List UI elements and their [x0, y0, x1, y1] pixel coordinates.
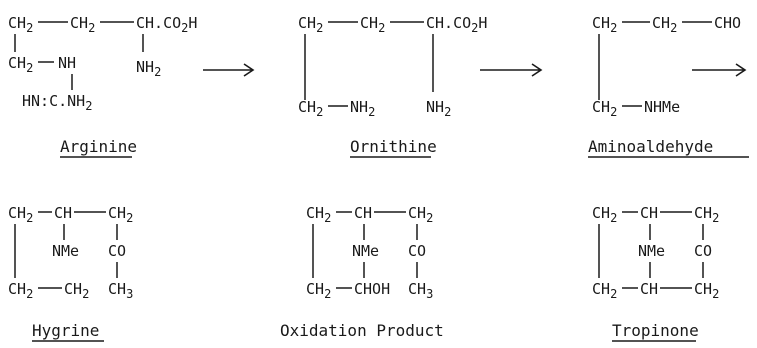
- ornithine-atom-n1: NH2: [350, 98, 375, 119]
- aminoaldehyde-atom-c2: CH2: [652, 14, 677, 35]
- hygrine-atom-c4: CH2: [8, 280, 33, 301]
- tropinone-atom-n: NMe: [638, 242, 665, 260]
- hygrine-atom-c6: CH3: [108, 280, 133, 301]
- tropinone-atom-c3: CH2: [694, 204, 719, 225]
- oxidation-atom-n: NMe: [352, 242, 379, 260]
- aminoaldehyde-atom-cho: CHO: [714, 14, 741, 32]
- arginine-structure: CH2 CH2 CH.CO2H CH2 NH NH2 HN:C.NH2 Argi…: [8, 14, 197, 158]
- tropinone-label: Tropinone: [612, 321, 699, 340]
- tropinone-atom-c6: CH2: [694, 280, 719, 301]
- arrow-ornithine-to-aminoaldehyde: [480, 63, 543, 77]
- ornithine-atom-c3: CH.CO2H: [426, 14, 487, 35]
- arrow-arginine-to-ornithine: [203, 63, 255, 77]
- oxidation-atom-c2: CH: [354, 204, 372, 222]
- aminoaldehyde-label: Aminoaldehyde: [588, 137, 713, 156]
- hygrine-atom-co: CO: [108, 242, 126, 260]
- ornithine-atom-n2: NH2: [426, 98, 451, 119]
- tropinone-atom-c1: CH2: [592, 204, 617, 225]
- aminoaldehyde-atom-n1: NHMe: [644, 98, 680, 116]
- hygrine-label: Hygrine: [32, 321, 99, 340]
- ornithine-atom-c2: CH2: [360, 14, 385, 35]
- oxidation-atom-co: CO: [408, 242, 426, 260]
- arrow-aminoaldehyde-to-hygrine: [692, 63, 747, 77]
- oxidation-product-label: Oxidation Product: [280, 321, 444, 340]
- arginine-atom-c4: CH2: [8, 54, 33, 75]
- arginine-atom-n3: HN:C.NH2: [22, 92, 92, 113]
- aminoaldehyde-atom-c1: CH2: [592, 14, 617, 35]
- arginine-atom-n1: NH: [58, 54, 76, 72]
- hygrine-atom-n: NMe: [52, 242, 79, 260]
- arginine-atom-n2: NH2: [136, 58, 161, 79]
- tropinone-atom-c5: CH: [640, 280, 658, 298]
- ornithine-atom-c4: CH2: [298, 98, 323, 119]
- arginine-label: Arginine: [60, 137, 137, 156]
- oxidation-atom-c3: CH2: [408, 204, 433, 225]
- tropinone-atom-c2: CH: [640, 204, 658, 222]
- aminoaldehyde-atom-c4: CH2: [592, 98, 617, 119]
- tropinone-atom-co: CO: [694, 242, 712, 260]
- hygrine-atom-c3: CH2: [108, 204, 133, 225]
- oxidation-product-structure: CH2 CH CH2 NMe CO CH2 CHOH CH3 Oxidation…: [280, 204, 444, 340]
- hygrine-atom-c1: CH2: [8, 204, 33, 225]
- aminoaldehyde-structure: CH2 CH2 CHO CH2 NHMe Aminoaldehyde: [588, 14, 749, 158]
- ornithine-structure: CH2 CH2 CH.CO2H CH2 NH2 NH2 Ornithine: [298, 14, 487, 158]
- hygrine-structure: CH2 CH CH2 NMe CO CH2 CH2 CH3 Hygrine: [8, 204, 133, 342]
- oxidation-atom-c6: CH3: [408, 280, 433, 301]
- ornithine-atom-c1: CH2: [298, 14, 323, 35]
- ornithine-label: Ornithine: [350, 137, 437, 156]
- oxidation-atom-c4: CH2: [306, 280, 331, 301]
- arginine-atom-c1: CH2: [8, 14, 33, 35]
- hygrine-atom-c5: CH2: [64, 280, 89, 301]
- arginine-atom-c3: CH.CO2H: [136, 14, 197, 35]
- arginine-atom-c2: CH2: [70, 14, 95, 35]
- hygrine-atom-c2: CH: [54, 204, 72, 222]
- tropinone-atom-c4: CH2: [592, 280, 617, 301]
- tropinone-structure: CH2 CH CH2 NMe CO CH2 CH CH2 Tropinone: [592, 204, 719, 342]
- oxidation-atom-c5: CHOH: [354, 280, 390, 298]
- oxidation-atom-c1: CH2: [306, 204, 331, 225]
